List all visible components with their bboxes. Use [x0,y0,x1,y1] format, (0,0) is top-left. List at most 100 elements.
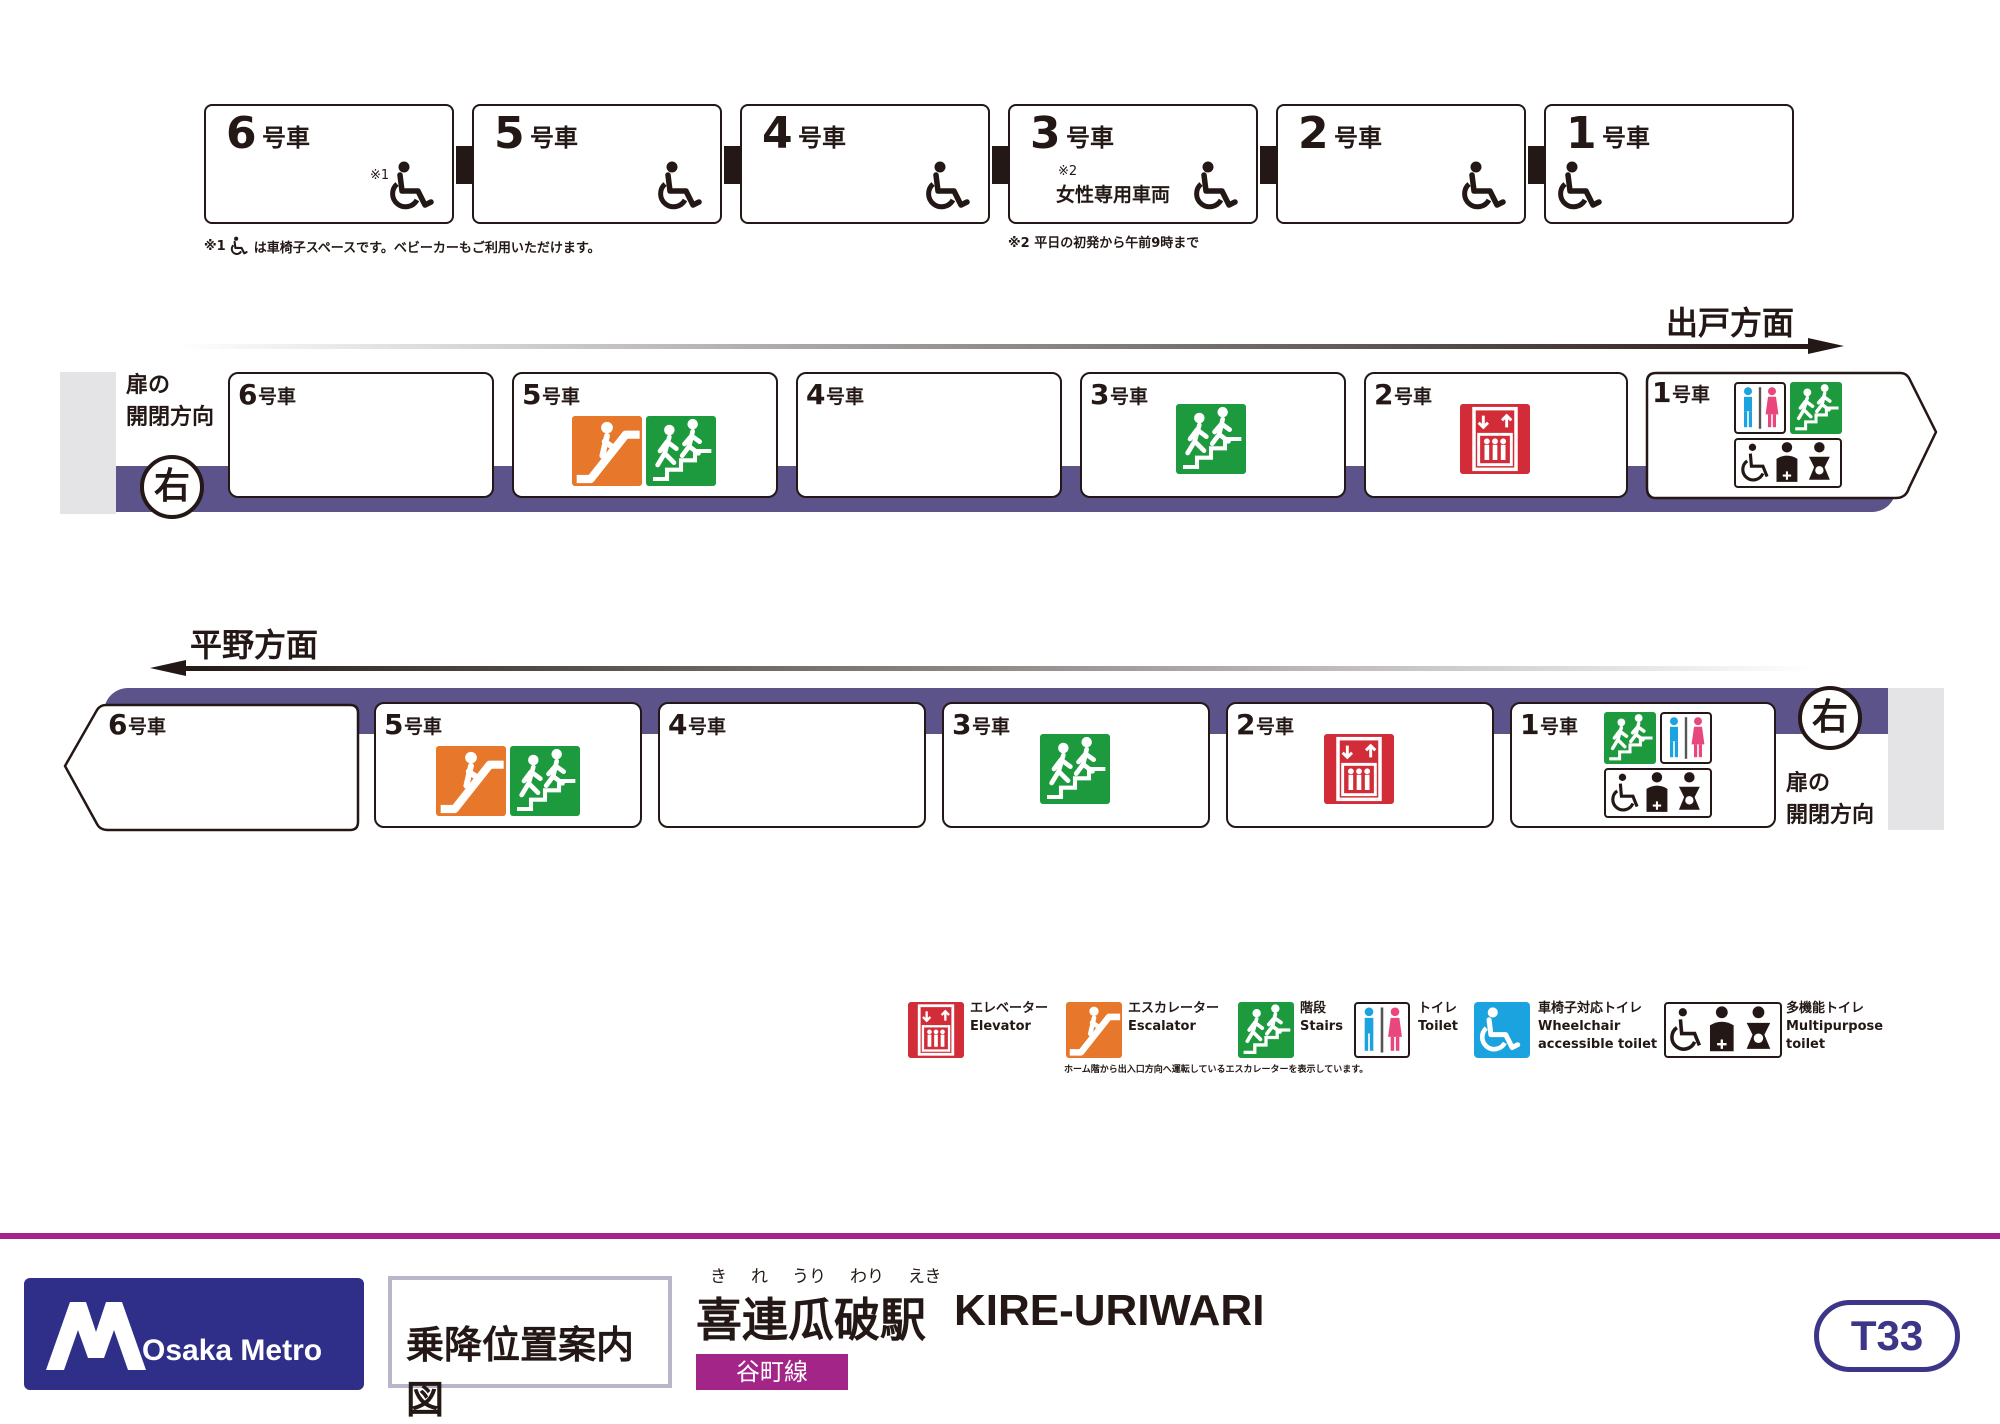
station-code-badge: T33 [1814,1300,1960,1372]
multipurpose-toilet-icon [1604,768,1712,818]
door-label-line1: 扉の [126,373,171,398]
legend-escalator-note: ホーム階から出入口方向へ運転しているエスカレーターを表示しています。 [1064,1065,1369,1075]
direction-arrow-left [150,660,1816,676]
legend-en: Multipurpose [1786,1019,1884,1034]
station-name-en: KIRE-URIWARI [954,1286,1265,1335]
door-label-line2: 開閉方向 [126,405,215,430]
legend-en: Wheelchair [1538,1019,1621,1034]
osaka-metro-m-logo [46,1302,146,1370]
car-number: 1 [1566,108,1597,159]
wheelchair-icon [388,160,440,212]
footnote-1-text: は車椅子スペースです。ベビーカーもご利用いただけます。 [253,240,601,256]
platform-wall-lower [1888,688,1944,830]
note1-mark: ※1 [204,238,226,254]
line-color-rule [0,1233,2000,1239]
brand-name: Osaka Metro [142,1334,323,1367]
note2-mark: ※2 [1058,164,1078,179]
stairs-icon [1790,382,1842,434]
car-label: 号車 [1334,124,1382,152]
legend-en: Stairs [1300,1019,1343,1034]
line-name-badge: 谷町線 [696,1354,848,1390]
legend-ja: エレベーター [970,1001,1049,1016]
stairs-icon [1238,1002,1294,1058]
station-furigana: き れ うり わり えき [710,1262,942,1287]
car-number: 4 [762,108,793,159]
car-label: 号車 [1540,716,1579,738]
legend-en: Toilet [1418,1019,1459,1034]
car-coupler [724,146,742,184]
brand-logo: Osaka Metro [24,1278,364,1390]
stairs-icon [510,746,580,816]
car-3-top: 3 号車 ※2 女性専用車両 [1008,104,1258,224]
car-number: 2 [1298,108,1329,159]
car-number: 5 [494,108,525,159]
car-label: 号車 [1110,386,1149,408]
door-direction-label-upper: 扉の 開閉方向 [126,370,214,434]
guide-title: 乗降位置案内図 [406,1323,635,1422]
direction-upper: 出戸方面 [1666,304,1795,342]
car-label: 号車 [1256,716,1295,738]
car-number: 2 [1236,708,1256,741]
legend-ja: トイレ [1418,1001,1458,1016]
car-number: 5 [384,708,404,741]
furigana: わり [850,1267,884,1287]
car-coupler [1528,146,1546,184]
car-number: 5 [522,378,542,411]
car-5: 5 号車 [512,372,778,498]
door-side-marker-upper: 右 [140,455,204,519]
car-number: 4 [668,708,688,741]
car-6-top: 6 号車 ※1 [204,104,454,224]
car-2: 2 号車 [1364,372,1628,498]
door-label-line2: 開閉方向 [1786,803,1875,828]
stairs-icon [1176,404,1246,474]
escalator-icon [1066,1002,1122,1058]
legend-ja: 階段 [1300,1001,1327,1016]
legend-en: toilet [1786,1037,1826,1052]
furigana: き [710,1267,727,1287]
car-5-lower: 5 号車 [374,702,642,828]
wheelchair-icon [1556,160,1608,212]
escalator-icon [572,416,642,486]
elevator-icon [1324,734,1394,804]
car-number: 1 [1520,708,1540,741]
car-label: 号車 [826,386,865,408]
wheelchair-icon [230,236,250,256]
car-label: 号車 [404,716,443,738]
legend-accessible-toilet: 車椅子対応トイレ Wheelchair accessible toilet [1538,1000,1657,1054]
wheelchair-icon [656,160,708,212]
car-label: 号車 [542,386,581,408]
car-label: 号車 [258,386,297,408]
note1-mark: ※1 [370,168,390,183]
car-number: 3 [952,708,972,741]
car-label: 号車 [128,716,167,738]
car-3-lower: 3 号車 [942,702,1210,828]
legend-ja: 多機能トイレ [1786,1001,1865,1016]
car-4-top: 4 号車 [740,104,990,224]
legend-toilet: トイレ Toilet [1418,1000,1458,1036]
furigana: えき [908,1267,942,1287]
toilet-icon [1734,382,1786,434]
door-side-marker-lower: 右 [1798,686,1862,750]
car-label: 号車 [530,124,578,152]
car-1-top: 1 号車 [1544,104,1794,224]
station-name-ja: 喜連瓜破駅 [696,1293,926,1347]
car-label: 号車 [972,716,1011,738]
direction-lower: 平野方面 [190,626,319,664]
escalator-icon [436,746,506,816]
legend-en: Elevator [970,1019,1031,1034]
direction-arrow-right [178,338,1844,354]
car-number: 4 [806,378,826,411]
guide-title-box: 乗降位置案内図 [388,1276,672,1422]
car-label: 号車 [1602,124,1650,152]
car-number: 6 [238,378,258,411]
wheelchair-icon [924,160,976,212]
platform-wall-upper [60,372,116,514]
car-3: 3 号車 [1080,372,1346,498]
car-number: 6 [226,108,257,159]
car-1-body [1645,371,1938,500]
door-label-line1: 扉の [1786,771,1831,796]
car-number: 6 [108,708,128,741]
women-only-label: 女性専用車両 [1056,184,1171,206]
legend-stairs: 階段 Stairs [1300,1000,1343,1036]
car-4: 4 号車 [796,372,1062,498]
